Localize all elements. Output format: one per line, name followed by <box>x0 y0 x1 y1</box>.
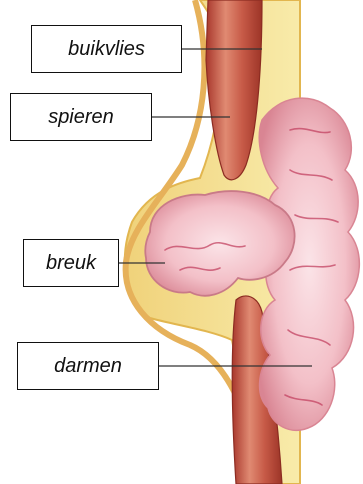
label-darmen: darmen <box>17 342 159 390</box>
label-spieren: spieren <box>10 93 152 141</box>
label-breuk: breuk <box>23 239 119 287</box>
label-buikvlies: buikvlies <box>31 25 182 73</box>
